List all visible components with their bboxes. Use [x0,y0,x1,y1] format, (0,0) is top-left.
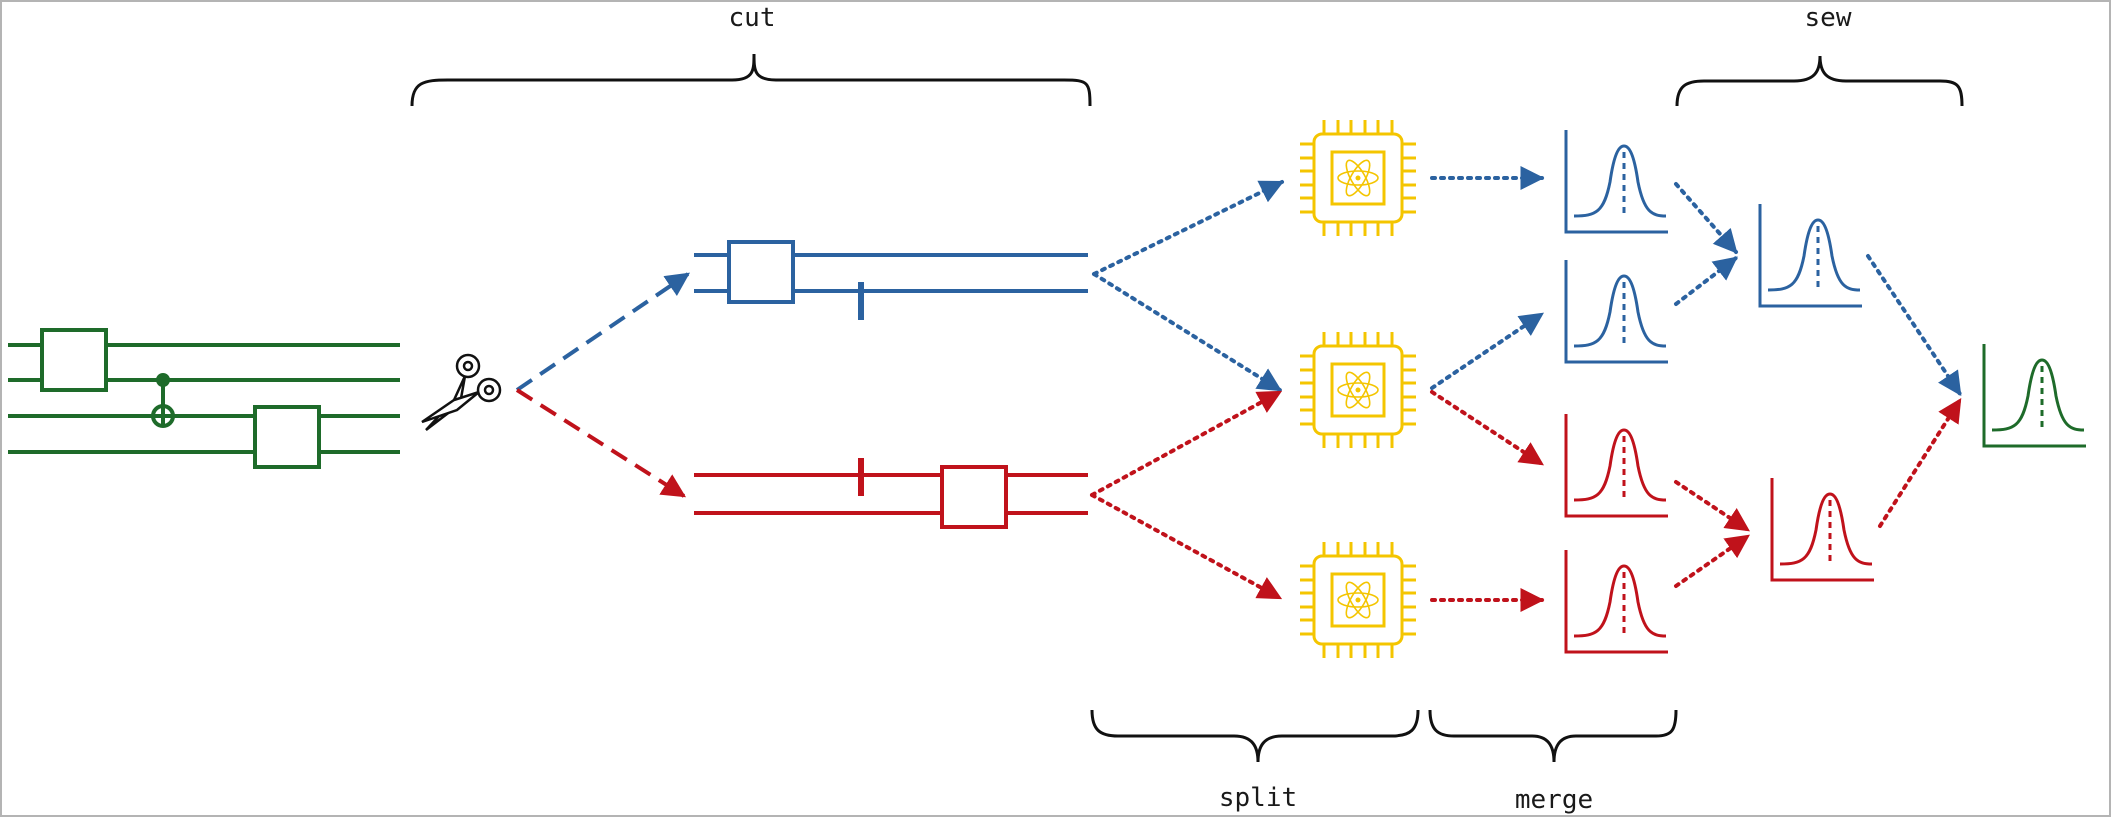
merge-arrows [1430,166,1545,612]
split-brace [1090,709,1420,763]
merge-label: merge [1515,785,1593,815]
distribution-icon-red-sewn [1770,476,1876,582]
sew-label: sew [1805,3,1852,33]
qpu-chip-icon-top [1298,118,1418,238]
distribution-icon-blue-sewn [1758,202,1864,308]
sew-arrows [1674,182,1750,588]
distribution-icon-blue-2 [1564,258,1670,364]
fragment-blue [694,240,1088,320]
cut-brace [410,53,1092,107]
scissors-icon [421,353,502,431]
cut-label: cut [729,3,776,33]
final-arrows [1866,254,1962,528]
merge-brace [1428,709,1678,763]
qpu-chip-icon-bottom [1298,540,1418,660]
distribution-icon-blue-1 [1564,128,1670,234]
distribution-icon-red-2 [1564,548,1670,654]
fragment-red [694,458,1088,529]
cut-arrow-red [515,388,687,498]
sew-brace [1675,55,1964,107]
qpu-chip-icon-middle [1298,330,1418,450]
distribution-icon-final [1982,342,2088,448]
split-arrows [1090,180,1285,600]
cut-arrow-blue [515,272,690,392]
distribution-icon-red-1 [1564,412,1670,518]
original-circuit [8,328,400,469]
split-label: split [1219,783,1297,813]
